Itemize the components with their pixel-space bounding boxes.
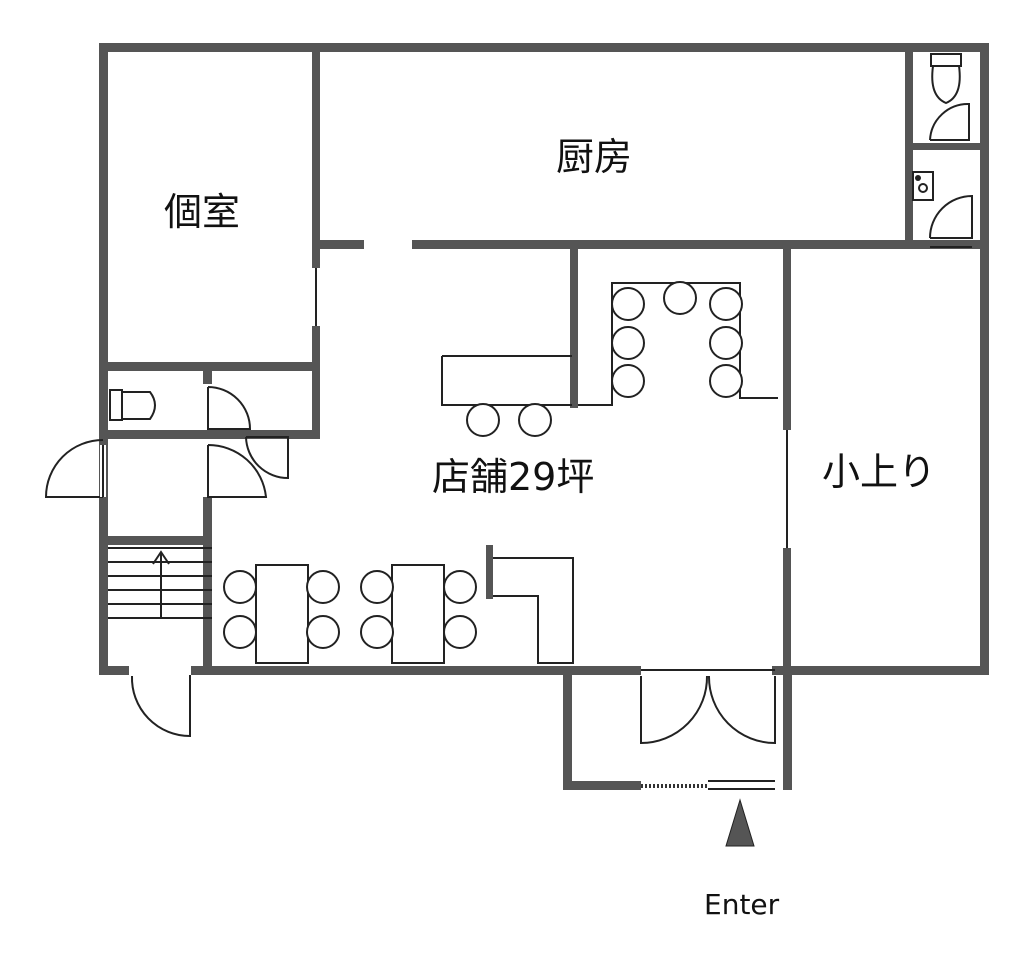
labels: 個室 厨房 店舗29坪 小上り Enter: [164, 135, 936, 921]
door-restroom-upper[interactable]: [929, 102, 970, 141]
wall-stair-top: [99, 536, 212, 545]
l-counter: [493, 557, 574, 664]
room-label-kitchen: 厨房: [556, 135, 632, 179]
wall-raised-left-top: [783, 240, 791, 430]
wall-private-room-right-lower: [312, 326, 320, 439]
stair-arrow-icon: [152, 550, 170, 565]
toilet-icon-upper: [930, 53, 962, 105]
wall-hall-divider: [203, 430, 212, 439]
wall-bottom-right: [772, 666, 989, 675]
chairs: [223, 281, 743, 649]
wall-bottom-left: [99, 666, 129, 675]
door-restroom-lower[interactable]: [929, 194, 973, 239]
door-entrance-left[interactable]: [640, 675, 709, 745]
wall-vestibule-right: [783, 666, 792, 790]
wall-outer-left: [99, 43, 108, 675]
room-label-store: 店舗29坪: [432, 455, 594, 499]
entrance-arrow-icon: [725, 798, 755, 847]
wall-kitchen-bottom-b: [412, 240, 989, 249]
doors: [44, 102, 973, 745]
toilet-icon: [109, 389, 156, 421]
wall-private-room-right: [312, 43, 320, 268]
wall-stair-right: [203, 497, 212, 675]
fixtures: [44, 53, 973, 847]
wall-kitchen-bottom-a: [312, 240, 364, 249]
wall-vestibule-left: [563, 666, 572, 790]
door-hall[interactable]: [207, 443, 268, 498]
room-label-private-room: 個室: [164, 190, 240, 234]
door-left-exterior[interactable]: [44, 439, 104, 498]
wall-booth-partition: [486, 545, 493, 599]
door-hall-lower[interactable]: [245, 436, 289, 480]
table-left: [255, 564, 309, 664]
wall-restroom-divider: [905, 143, 989, 150]
walls: [99, 43, 989, 790]
sink-icon: [912, 171, 934, 201]
wall-vestibule-bottom-left: [563, 781, 641, 790]
door-entrance-right[interactable]: [707, 675, 776, 745]
wall-outer-right: [980, 43, 989, 675]
entrance-label: Enter: [704, 888, 780, 921]
door-toilet-left[interactable]: [207, 386, 252, 430]
wall-counter-back: [570, 240, 578, 408]
wall-outer-top: [99, 43, 989, 52]
wall-bottom-mid: [191, 666, 641, 675]
door-bottom-left[interactable]: [130, 675, 191, 738]
wall-raised-left-bottom: [783, 548, 791, 675]
room-label-raised-area: 小上り: [822, 450, 936, 494]
table-right: [391, 564, 445, 664]
bar-counter-front: [441, 356, 572, 406]
wall-toilet-divider: [203, 362, 212, 384]
staircase: [108, 547, 212, 619]
